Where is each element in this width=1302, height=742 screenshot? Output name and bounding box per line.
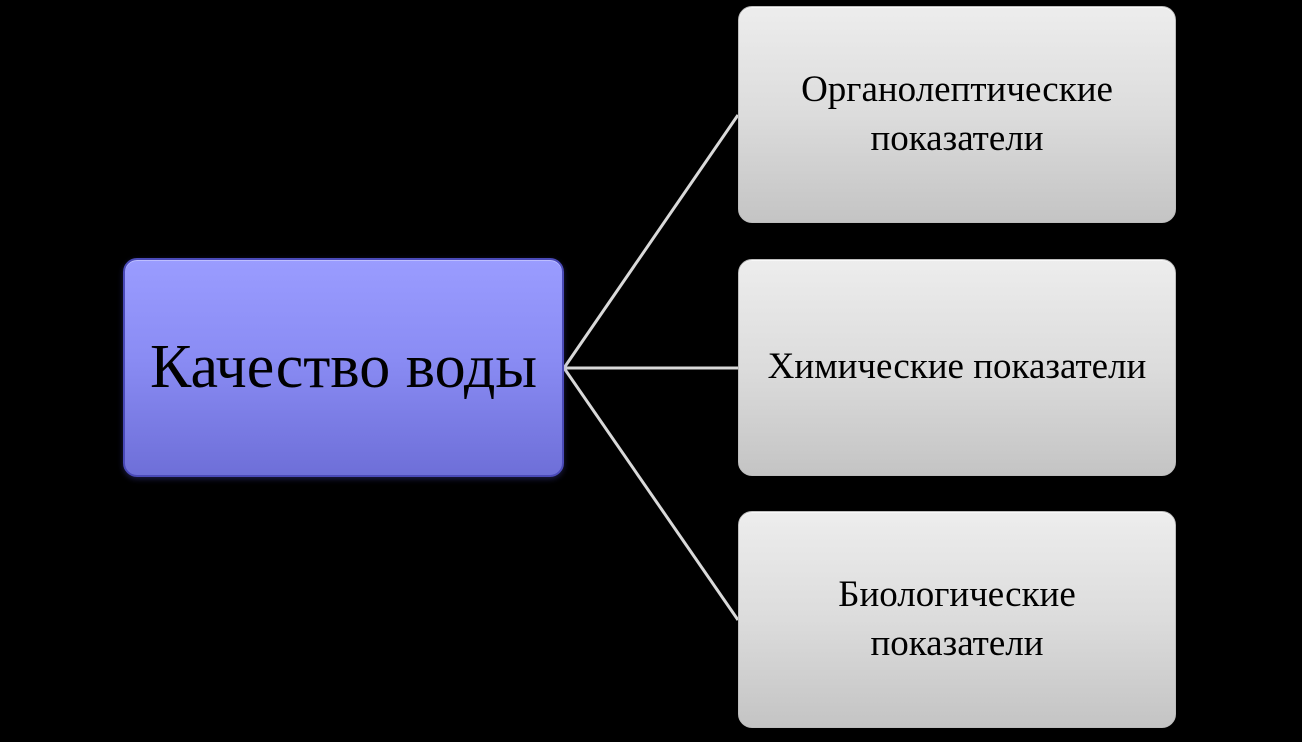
connector-line-1 [562, 114, 740, 369]
connector-line-3 [562, 367, 740, 621]
root-node-water-quality: Качество воды [123, 258, 564, 477]
child-node-organoleptic: Органолептические показатели [738, 6, 1176, 223]
child-node-label: Химические показатели [767, 346, 1147, 388]
root-node-label: Качество воды [149, 333, 538, 402]
child-node-biological: Биологические показатели [738, 511, 1176, 728]
child-node-label: Биологические показатели [838, 574, 1076, 664]
child-node-label: Органолептические показатели [801, 69, 1113, 159]
child-node-chemical: Химические показатели [738, 259, 1176, 476]
